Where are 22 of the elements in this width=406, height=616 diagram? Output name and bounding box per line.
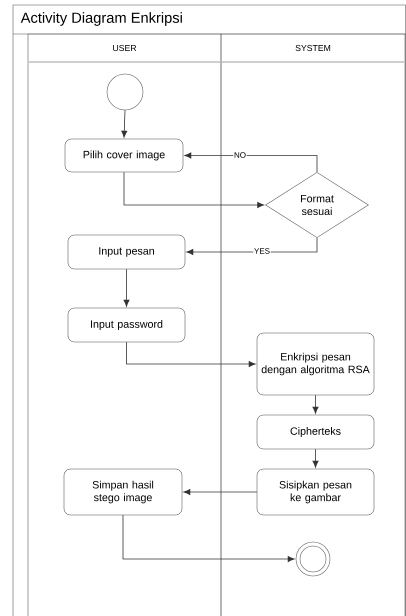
action-box: Sisipkan pesan ke gambar [256,468,374,516]
action-box: Cipherteks [256,414,374,450]
edge-label: YES [253,248,271,254]
arrow [121,110,128,138]
arrow [183,489,258,495]
start-node [106,74,144,110]
arrow [122,514,295,562]
action-box: Input password [68,308,186,342]
action-box: Enkripsi pesan dengan algoritma RSA [256,332,374,396]
arrow [186,238,318,255]
title: Activity Diagram Enkripsi [20,12,182,26]
arrow [126,342,256,367]
action-box: Pilih cover image [64,138,184,172]
arrow [184,152,318,172]
action-box: Simpan hasil stego image [64,468,182,516]
arrow [312,394,318,414]
arrow [124,172,264,208]
edge-label: NO [233,152,247,158]
end-node [296,542,330,576]
arrow [312,448,318,468]
arrow [124,268,130,307]
action-box: Input pesan [68,234,186,270]
